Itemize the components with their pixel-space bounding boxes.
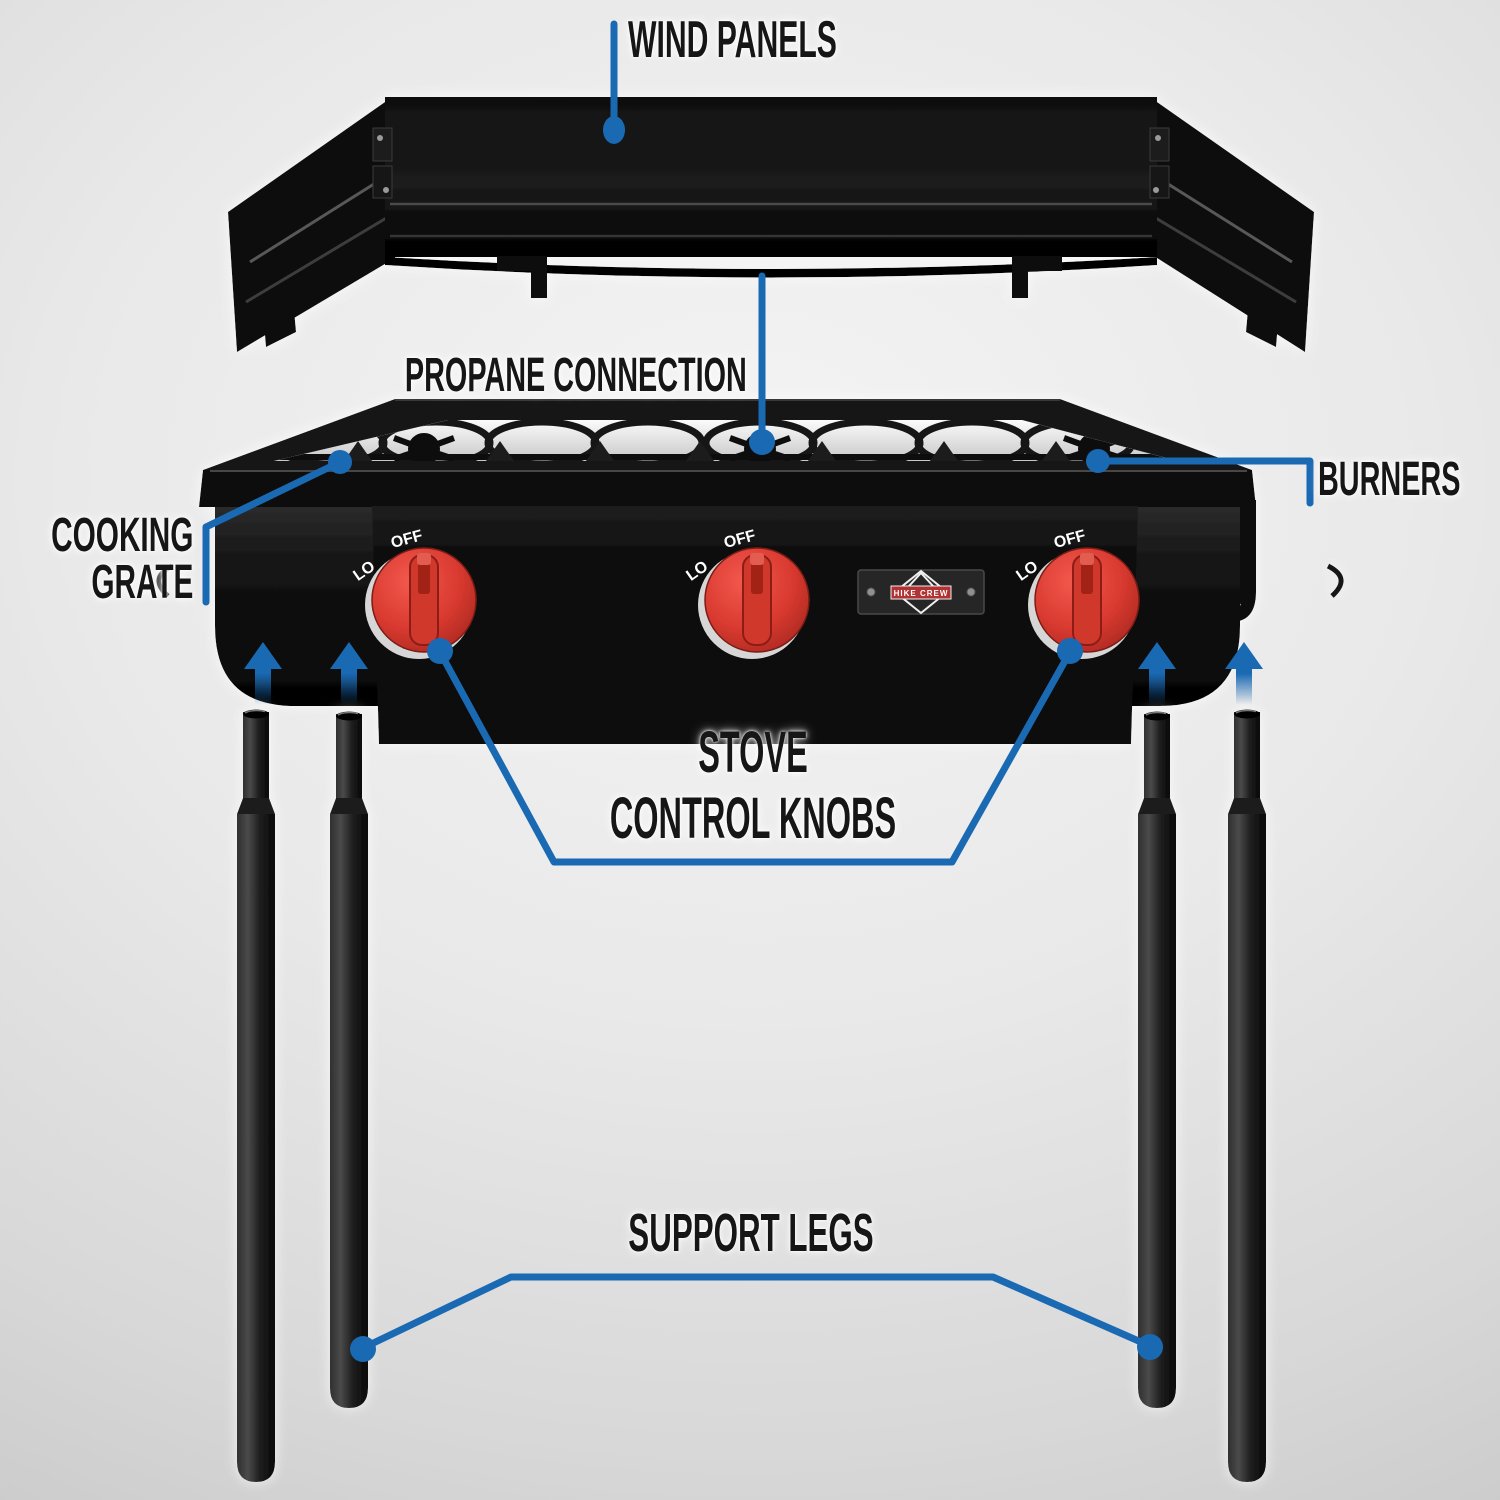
- panel-hook-right: [1012, 256, 1062, 298]
- hinge-right: [1149, 127, 1170, 199]
- dot-stove-knob-left: [427, 638, 453, 664]
- stove-tray-rim: [203, 399, 1252, 470]
- support-leg-inner-right: [1138, 711, 1176, 1408]
- leader-lines: [202, 20, 1314, 1352]
- wind-panel-left-tab: [262, 286, 296, 347]
- wind-panels-assembly: [228, 97, 1314, 352]
- dot-stove-knob-right: [1057, 638, 1083, 664]
- wind-panel-right-ridge: [1148, 170, 1293, 264]
- igniter-hook-right: [1326, 563, 1344, 598]
- igniter-hook-left: [156, 563, 174, 598]
- dot-propane-connection: [749, 429, 775, 455]
- leader-cooking-grate: [202, 458, 344, 606]
- wind-panel-left-ridge: [245, 212, 394, 304]
- label-cooking-grate-line1: COOKING: [50, 509, 193, 562]
- wind-panel-right-tab: [1246, 286, 1280, 347]
- dot-burners: [1086, 449, 1110, 473]
- wind-panel-center-lip: [385, 257, 1157, 278]
- label-cooking-grate: COOKING GRATE: [50, 509, 193, 609]
- panel-hook-left: [497, 256, 547, 298]
- label-cooking-grate-line2: GRATE: [91, 556, 193, 609]
- label-stove-control-knobs-line2: CONTROL KNOBS: [609, 786, 897, 851]
- leader-burners: [1094, 457, 1314, 507]
- leader-stove-control-knobs: [436, 648, 1074, 866]
- label-stove-control-knobs: STOVE CONTROL KNOBS: [610, 720, 896, 852]
- wind-panel-left-ridge: [249, 170, 394, 264]
- leader-support-legs: [359, 1273, 1154, 1352]
- leader-dots: [328, 116, 1163, 1362]
- grate-supports: [344, 441, 1070, 461]
- dot-cooking-grate: [328, 450, 352, 474]
- stove-assembly: HIKE CREW: [156, 399, 1344, 744]
- dot-wind-panels: [603, 116, 625, 144]
- wind-panel-right-ridge: [1148, 212, 1297, 304]
- dot-support-leg-left: [350, 1336, 376, 1362]
- brand-badge: HIKE CREW: [857, 569, 985, 615]
- support-leg-outer-right: [1228, 709, 1266, 1482]
- wind-panel-center: [385, 97, 1157, 257]
- badge-screw-right: [966, 587, 976, 597]
- burner-left: [392, 433, 456, 461]
- dot-support-leg-right: [1137, 1334, 1163, 1360]
- brand-logo: HIKE CREW: [890, 569, 952, 615]
- hinge-left: [372, 127, 393, 199]
- label-wind-panels: WIND PANELS: [628, 11, 837, 69]
- label-stove-control-knobs-line1: STOVE: [698, 720, 808, 785]
- tray-front-band: [199, 470, 1256, 507]
- support-leg-outer-left: [237, 709, 275, 1482]
- support-legs-group: [237, 709, 1266, 1482]
- label-propane-connection: PROPANE CONNECTION: [405, 349, 747, 402]
- label-support-legs: SUPPORT LEGS: [628, 1203, 874, 1263]
- brand-name: HIKE CREW: [894, 589, 949, 598]
- badge-screw-left: [866, 587, 876, 597]
- support-leg-inner-left: [330, 711, 368, 1408]
- label-burners: BURNERS: [1318, 453, 1461, 506]
